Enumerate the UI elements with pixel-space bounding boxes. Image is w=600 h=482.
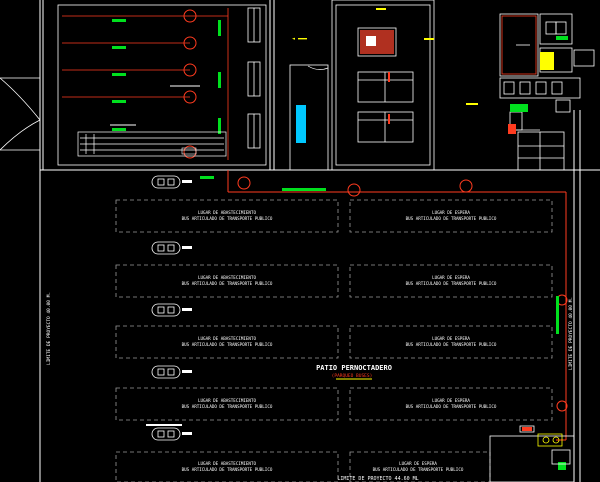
bay-4-line1: LUGAR DE ABASTECIMIENTO xyxy=(198,398,256,403)
service-block xyxy=(499,13,595,171)
wait-4-line2: BUS ARTICULADO DE TRANSPORTE PUBLICO xyxy=(406,404,497,409)
bottom-booth xyxy=(489,425,575,482)
yard-title: PATIO PERNOCTADERO xyxy=(316,364,392,372)
bay-2-line1: LUGAR DE ABASTECIMIENTO xyxy=(198,275,256,280)
tank-room xyxy=(289,64,329,171)
wait-1-line1: LUGAR DE ESPERA xyxy=(432,210,470,215)
bay-3-line1: LUGAR DE ABASTECIMIENTO xyxy=(198,336,256,341)
yard-subtitle: (PARQUEO BUSES) xyxy=(332,373,373,379)
bus-bays xyxy=(115,199,553,482)
wait-3-line1: LUGAR DE ESPERA xyxy=(432,336,470,341)
wait-1-line2: BUS ARTICULADO DE TRANSPORTE PUBLICO xyxy=(406,216,497,221)
bay-3-line2: BUS ARTICULADO DE TRANSPORTE PUBLICO xyxy=(182,342,273,347)
service-colored xyxy=(508,36,568,134)
green-valves xyxy=(200,176,566,470)
car-bars xyxy=(146,180,192,435)
limit-bottom-label: LIMITE DE PROYECTO 44.60 ML xyxy=(337,476,418,482)
limit-right-label: LIMITE DE PROYECTO 40.00 M. xyxy=(568,297,574,370)
bay-1-line1: LUGAR DE ABASTECIMIENTO xyxy=(198,210,256,215)
bay-4-line2: BUS ARTICULADO DE TRANSPORTE PUBLICO xyxy=(182,404,273,409)
limit-left-label: LIMITE DE PROYECTO 40.00 M. xyxy=(46,292,52,365)
bay-captions: LUGAR DE ABASTECIMIENTO BUS ARTICULADO D… xyxy=(182,210,497,472)
wait-2-line2: BUS ARTICULADO DE TRANSPORTE PUBLICO xyxy=(406,281,497,286)
left-door xyxy=(0,77,41,151)
wait-2-line1: LUGAR DE ESPERA xyxy=(432,275,470,280)
car-symbols xyxy=(151,175,181,441)
bay-5-line1: LUGAR DE ABASTECIMIENTO xyxy=(198,461,256,466)
bay-5-line2: BUS ARTICULADO DE TRANSPORTE PUBLICO xyxy=(182,467,273,472)
wait-5-line1: LUGAR DE ESPERA xyxy=(399,461,437,466)
bay-2-line2: BUS ARTICULADO DE TRANSPORTE PUBLICO xyxy=(182,281,273,286)
central-room xyxy=(331,0,435,171)
bay-1-line2: BUS ARTICULADO DE TRANSPORTE PUBLICO xyxy=(182,216,273,221)
wait-3-line2: BUS ARTICULADO DE TRANSPORTE PUBLICO xyxy=(406,342,497,347)
central-markers xyxy=(376,8,478,105)
wait-5-line2: BUS ARTICULADO DE TRANSPORTE PUBLICO xyxy=(373,467,464,472)
outer-walls xyxy=(39,0,600,482)
pipe-nodes xyxy=(237,176,568,412)
yard-title-group: PATIO PERNOCTADERO (PARQUEO BUSES) xyxy=(316,364,392,380)
svg-text:◄ ▬▬▬: ◄ ▬▬▬ xyxy=(292,36,307,42)
workshop-room: ◄ ▬▬▬ xyxy=(57,4,307,166)
red-pipe xyxy=(227,170,567,441)
wait-4-line1: LUGAR DE ESPERA xyxy=(432,398,470,403)
